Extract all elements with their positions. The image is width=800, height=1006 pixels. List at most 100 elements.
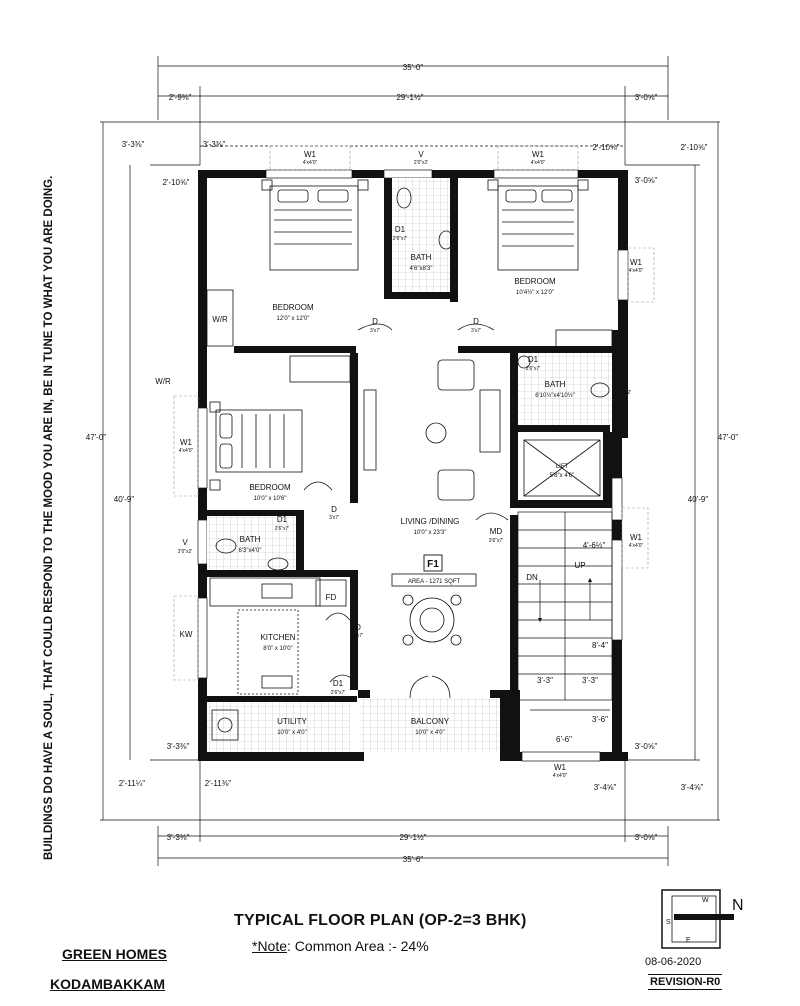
room-utility-name: UTILITY [277,717,307,726]
dim-top2-left: 3'-3⅜" [203,140,226,149]
room-bedroom-2-size: 10'4½" x 12'0" [516,289,554,296]
compass-north-icon: W S E N [661,889,744,949]
bed-icon [269,185,359,271]
label-v-top-size: 2'0"x2' [414,160,429,166]
label-v-bath2: V [621,379,627,388]
label-v-bath2-size: 2'0"x2' [617,390,632,396]
project-name: GREEN HOMES [62,946,168,962]
label-w1-bottom: W1 [554,763,567,772]
plan-title: TYPICAL FLOOR PLAN (OP-2=3 BHK) [234,912,527,929]
dim-stair-w: 4'-6½" [583,541,606,550]
label-w1-bed2-size: 4'x4'0" [531,160,546,166]
room-bedroom-1-size: 12'0" x 12'0" [277,316,310,322]
stove-icon [261,675,293,689]
label-wr-left: W/R [155,377,171,386]
dim-top2-right: 2'-10⅝" [592,143,619,152]
label-d1-bath3: D1 [277,515,288,524]
label-w1-bed2-side-size: 4'x4'0" [629,268,644,274]
label-d1-bath3-size: 2'6"x7' [275,526,290,532]
room-bath-1-size: 4'6"x8'3" [410,266,433,272]
dim-bot-left-in: 3'-3⅜" [167,742,190,751]
plan-note: *Note: Common Area :- 24% [252,938,429,954]
dim-bot-right-in: 3'-0⅝" [635,742,658,751]
tiled-floors [207,178,612,752]
label-md: MD [490,527,503,536]
compass-s: S [666,919,671,926]
dim-bot-left-out2: 2'-11⅜" [205,779,232,788]
dim-left-top: 3'-3⅜" [122,140,145,149]
label-d-bed2-size: 3'x7' [471,328,481,334]
label-d1-bath1: D1 [395,225,406,234]
label-w1-bed3: W1 [180,438,193,447]
label-fd: FD [326,593,337,602]
window-projections [173,145,655,681]
room-bedroom-3-name: BEDROOM [249,483,291,492]
label-d-kitchen-size: 3'x7' [353,633,363,639]
dim-stair-d: 6'-6" [556,735,572,744]
label-dn: DN [526,573,538,582]
plant-icon [425,422,447,444]
label-d-bed1-size: 3'x7' [370,328,380,334]
label-d-bed3-size: 3'x7' [329,515,339,521]
dim-stair-mid: 8'-4" [592,641,608,650]
label-d1-bath1-size: 2'6"x7' [393,236,408,242]
side-quote: BUILDINGS DO HAVE A SOUL, THAT COULD RES… [43,176,55,860]
label-kw: KW [180,630,193,639]
label-w1-bed1-size: 4'x4'0" [303,160,318,166]
dim-right-overall: 47'-0" [718,433,739,442]
label-up: UP [574,561,585,570]
label-w1-bed2-side: W1 [630,258,643,267]
label-w1-bed3-size: 4'x4'0" [179,448,194,454]
dim-bot-right-out: 3'-4⅝" [594,783,617,792]
label-v-bath3-size: 2'0"x2' [178,549,193,555]
label-w1-stair: W1 [630,533,643,542]
room-kitchen-size: 8'0" x 10'0" [263,646,293,652]
label-w1-bottom-size: 4'x4'0" [553,773,568,779]
room-balcony-name: BALCONY [411,717,450,726]
label-d1-bath2: D1 [528,355,539,364]
staircase [517,511,613,711]
floor-plan: 35'-0" 2'-9⅜" 29'-1½" 3'-0⅝" 3'-3⅜" 3'-3… [86,56,739,866]
dim-bot-right-out2: 3'-4⅝" [681,783,704,792]
dim-left-inner: 40'-9" [114,495,135,504]
dim-left-row2: 2'-10⅝" [162,178,189,187]
room-lift-name: LIFT [556,464,569,470]
dim-bottom-right: 3'-0⅝" [635,833,658,842]
dim-right-row2: 3'-0⅝" [635,176,658,185]
top-dimensions [100,56,720,165]
note-text: : Common Area :- 24% [287,938,429,954]
room-labels: BEDROOM 12'0" x 12'0" BEDROOM 10'4½" x 1… [239,253,575,736]
staircase-dims: 4'-6½" 8'-4" 3'-3" 3'-3" 3'-6" 6'-6" [537,541,608,744]
label-d-bed1: D [372,317,378,326]
label-d-kitchen: D [355,623,361,632]
flat-id: F1 [427,559,439,570]
windows [197,169,629,762]
dim-stair-a: 3'-3" [537,676,553,685]
room-lift-size: 5'8"x 4'6" [550,473,575,479]
dim-bottom-overall: 35'-6" [403,855,424,864]
room-bath-3-name: BATH [240,535,261,544]
dim-right-inner: 40'-9" [688,495,709,504]
label-v-top: V [418,150,424,159]
furniture [206,179,613,741]
label-w1-bed2: W1 [532,150,545,159]
label-w1-bed1: W1 [304,150,317,159]
compass-w: W [702,897,709,904]
side-dimensions [102,122,719,820]
dim-bottom-mid: 29'-1½" [399,833,426,842]
bottom-dimension-lines [100,760,720,866]
plan-date: 08-06-2020 [645,956,702,968]
room-utility-size: 10'0" x 4'0" [277,730,307,736]
dim-top-right: 3'-0⅝" [635,93,658,102]
room-bath-2-size: 6'10½"x4'10½" [535,392,575,399]
flat-id-box [423,554,443,572]
project-location: KODAMBAKKAM [50,976,166,992]
compass-north: N [732,897,744,914]
label-d1-bath2-size: 2'6"x7' [526,366,541,372]
room-bedroom-1-name: BEDROOM [272,303,314,312]
note-prefix: *Note [252,938,288,954]
plan-revision: REVISION-R0 [648,974,723,990]
dining-table-icon [409,597,455,643]
label-d1-utility-size: 2'6"x7' [331,690,346,696]
dim-top-left: 2'-9⅜" [169,93,192,102]
